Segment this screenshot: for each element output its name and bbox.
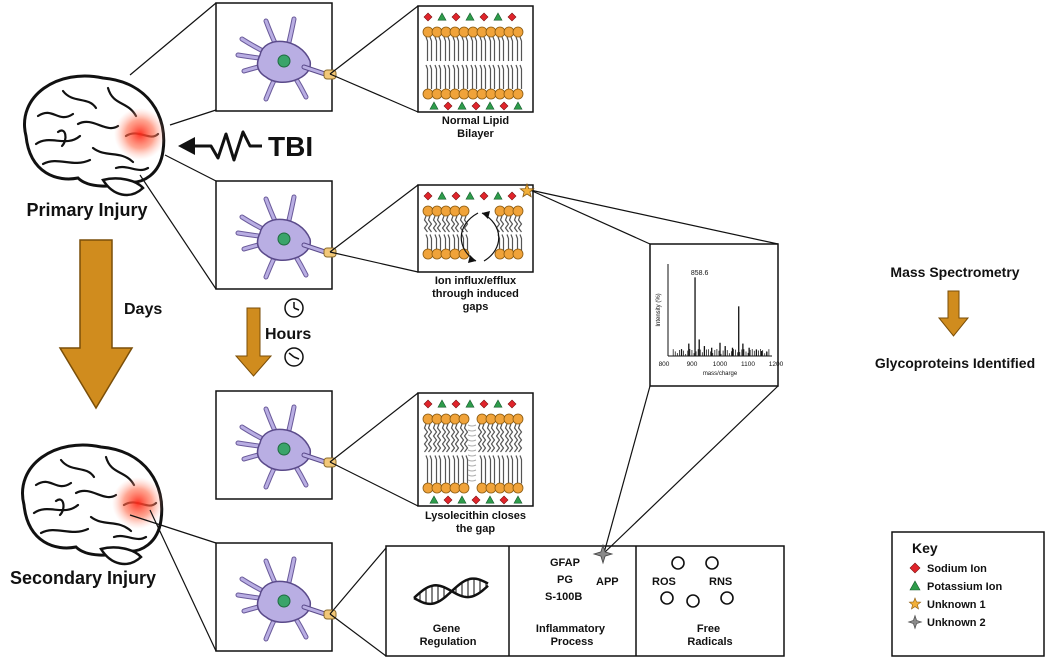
spectrum-xlabel: mass/charge bbox=[703, 371, 738, 377]
key-item: Unknown 2 bbox=[907, 614, 986, 630]
key-title: Key bbox=[912, 540, 938, 556]
spectrum-peak-label: 858.6 bbox=[691, 270, 709, 277]
spectrum-ylabel: Intensity (%) bbox=[656, 293, 662, 326]
neuron-panel bbox=[215, 180, 337, 290]
tbi-lightning-arrow bbox=[178, 130, 262, 162]
glycoproteins-identified-label: Glycoproteins Identified bbox=[875, 355, 1035, 371]
neuron-icon bbox=[235, 556, 337, 642]
clock-icon bbox=[284, 347, 304, 367]
days-label: Days bbox=[124, 301, 162, 318]
spectrum-connectors bbox=[529, 189, 779, 554]
free-radicals-label: Free Radicals bbox=[687, 623, 732, 648]
secondary-injury-label: Secondary Injury bbox=[10, 568, 156, 588]
radical-circles bbox=[660, 556, 734, 608]
key-item-label: Sodium Ion bbox=[927, 563, 987, 575]
marker-app: APP bbox=[596, 576, 619, 588]
key-item: Sodium Ion bbox=[909, 562, 987, 575]
spectrum-xtick: 1000 bbox=[713, 361, 728, 368]
spectrum-xtick: 1200 bbox=[769, 361, 784, 368]
ros-label: ROS bbox=[652, 576, 676, 588]
key-item: Unknown 1 bbox=[908, 597, 986, 611]
hours-label: Hours bbox=[265, 326, 311, 343]
spectrum-xtick: 1100 bbox=[741, 361, 755, 368]
sodium-ion-icon bbox=[909, 562, 921, 574]
primary-injury-label: Primary Injury bbox=[26, 200, 147, 220]
dna-helix-icon bbox=[413, 577, 489, 606]
axon-zoom-lines bbox=[329, 5, 419, 657]
hours-arrow bbox=[234, 307, 273, 377]
spectrum-xtick: 800 bbox=[659, 361, 670, 368]
secondary-brain bbox=[21, 443, 164, 566]
marker-gfap: GFAP bbox=[550, 557, 580, 569]
unknown-2-star-icon bbox=[592, 543, 614, 565]
clock-icon bbox=[284, 298, 304, 318]
key-item-label: Potassium Ion bbox=[927, 581, 1002, 593]
neuron-icon bbox=[235, 194, 337, 280]
gene-regulation-label: Gene Regulation bbox=[420, 623, 477, 648]
rns-label: RNS bbox=[709, 576, 732, 588]
potassium-ion-icon bbox=[909, 580, 921, 591]
key-item-label: Unknown 1 bbox=[927, 599, 986, 611]
marker-pg: PG bbox=[557, 574, 573, 586]
days-arrow bbox=[58, 239, 134, 410]
key-item: Potassium Ion bbox=[909, 580, 1002, 593]
tbi-label: TBI bbox=[268, 131, 313, 162]
marker-s100b: S-100B bbox=[545, 591, 582, 603]
key-item-label: Unknown 2 bbox=[927, 617, 986, 629]
spectrum-panel bbox=[649, 243, 779, 387]
neuron-icon bbox=[235, 404, 337, 490]
zoom-lines bbox=[129, 2, 217, 652]
neuron-panel bbox=[215, 542, 337, 652]
spectrum-xtick: 900 bbox=[687, 361, 698, 368]
inflammatory-process-label: Inflammatory Process bbox=[536, 623, 608, 648]
neuron-panel bbox=[215, 390, 337, 500]
unknown-1-star-icon bbox=[519, 182, 535, 198]
mass-spec-arrow bbox=[937, 290, 970, 337]
mass-spectrometry-label: Mass Spectrometry bbox=[890, 264, 1019, 280]
primary-brain bbox=[23, 74, 166, 197]
neuron-panel bbox=[215, 2, 337, 112]
key-panel bbox=[891, 531, 1045, 657]
unknown-2-icon bbox=[907, 614, 923, 630]
unknown-1-icon bbox=[908, 597, 922, 610]
